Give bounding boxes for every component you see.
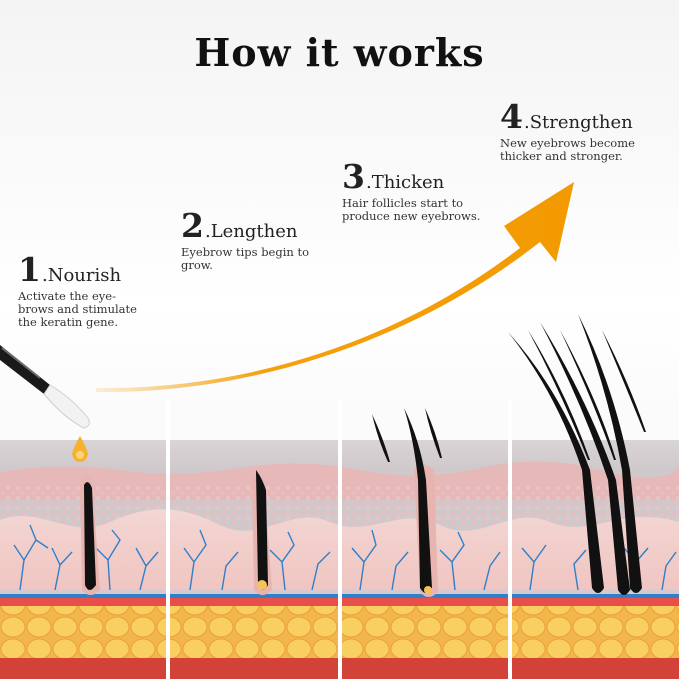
step-name: .Lengthen <box>204 221 298 242</box>
progress-arrow <box>96 182 574 393</box>
serum-drop <box>72 436 88 462</box>
step-description: Hair follicles start to produce new eyeb… <box>342 196 481 223</box>
step-description: Eyebrow tips begin to grow. <box>181 245 310 272</box>
step-name: .Strengthen <box>523 112 633 133</box>
hair-follicles <box>80 314 646 597</box>
step-nourish: 1 .Nourish Activate the eye- brows and s… <box>18 253 168 329</box>
step-description: Activate the eye- brows and stimulate th… <box>18 289 137 329</box>
step-number: 2 <box>181 206 204 245</box>
step-number: 1 <box>18 250 41 289</box>
step-number: 4 <box>500 97 523 136</box>
panel-dividers <box>166 400 512 679</box>
step-name: .Thicken <box>365 172 445 193</box>
applicator-brush <box>0 345 90 462</box>
page-title: How it works <box>194 30 485 75</box>
step-number: 3 <box>342 157 365 196</box>
step-strengthen: 4 .Strengthen New eyebrows become thicke… <box>500 100 670 163</box>
step-lengthen: 2 .Lengthen Eyebrow tips begin to grow. <box>181 209 331 272</box>
step-name: .Nourish <box>41 265 122 286</box>
step-thicken: 3 .Thicken Hair follicles start to produ… <box>342 160 507 223</box>
step-description: New eyebrows become thicker and stronger… <box>500 136 635 163</box>
